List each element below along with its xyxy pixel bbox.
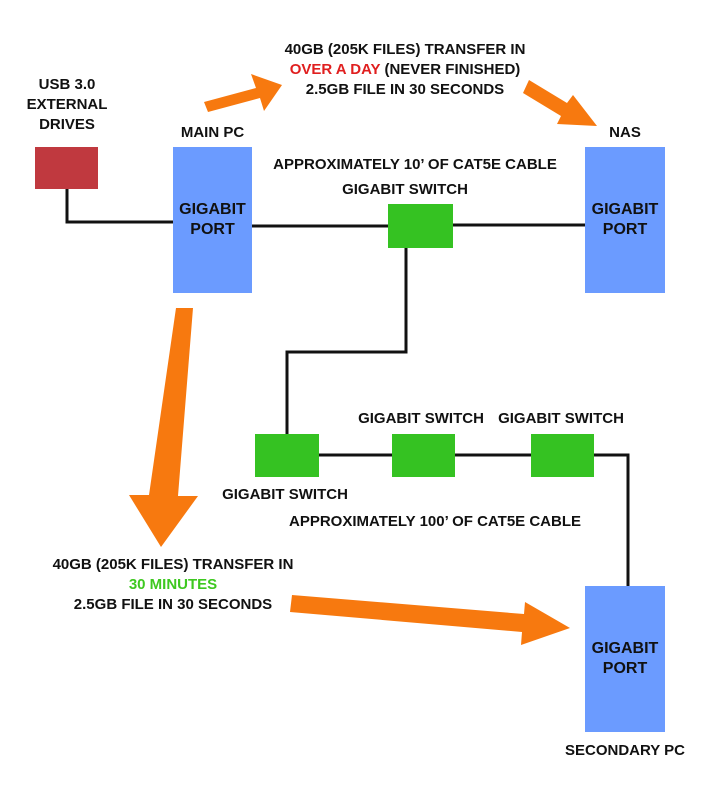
secondary-pc-title: SECONDARY PC <box>564 742 686 759</box>
usb-label-line3: DRIVES <box>39 116 95 133</box>
arrow-main-pc-down <box>129 308 198 547</box>
middle-switch-box <box>392 434 455 477</box>
main-pc-box: GIGABIT PORT <box>173 147 252 293</box>
secondary-pc-port-line1: GIGABIT <box>591 640 659 657</box>
top-switch-box <box>388 204 453 248</box>
nas-transfer-line1: 40GB (205K FILES) TRANSFER IN <box>284 41 526 58</box>
left-switch-box <box>255 434 319 477</box>
nas-box: GIGABIT PORT <box>585 147 665 293</box>
nas-port-line1: GIGABIT <box>591 201 659 218</box>
arrow-to-secondary-pc <box>290 595 570 645</box>
main-pc-port-label: GIGABIT PORT <box>179 200 246 240</box>
secondary-pc-port-label: GIGABIT PORT <box>592 639 659 679</box>
pc-transfer-note: 40GB (205K FILES) TRANSFER IN 30 MINUTES… <box>37 555 309 615</box>
nas-transfer-line3: 2.5GB FILE IN 30 SECONDS <box>305 81 505 98</box>
main-pc-port-line1: GIGABIT <box>179 201 246 218</box>
usb-label-line1: USB 3.0 <box>38 76 96 93</box>
long-cable-label: APPROXIMATELY 100’ OF CAT5E CABLE <box>288 513 581 530</box>
main-pc-title: MAIN PC <box>180 124 245 141</box>
nas-transfer-line2: OVER A DAY (NEVER FINISHED) <box>240 60 570 80</box>
arrow-transfer-note-to-nas <box>523 80 597 126</box>
middle-switch-label: GIGABIT SWITCH <box>358 410 484 427</box>
nas-port-label: GIGABIT PORT <box>592 200 659 240</box>
nas-transfer-line2-rest: (NEVER FINISHED) <box>380 61 521 78</box>
cable-usb-to-main-pc <box>65 188 174 224</box>
secondary-pc-box: GIGABIT PORT <box>585 586 665 732</box>
cable-right-switch-to-secondary-pc <box>594 453 630 586</box>
right-switch-box <box>531 434 594 477</box>
right-switch-label: GIGABIT SWITCH <box>498 410 624 427</box>
pc-transfer-line1: 40GB (205K FILES) TRANSFER IN <box>52 556 294 573</box>
nas-transfer-note: 40GB (205K FILES) TRANSFER IN OVER A DAY… <box>240 40 570 100</box>
usb-label-line2: EXTERNAL <box>26 96 108 113</box>
nas-title: NAS <box>609 124 641 141</box>
pc-transfer-duration: 30 MINUTES <box>128 576 218 593</box>
main-pc-port-line2: PORT <box>190 221 235 238</box>
arrow-main-pc-to-transfer-note <box>204 74 282 112</box>
usb-drive-box <box>35 147 98 189</box>
nas-port-line2: PORT <box>602 221 648 238</box>
usb-drives-label: USB 3.0 EXTERNAL DRIVES <box>24 75 110 135</box>
secondary-pc-port-line2: PORT <box>602 660 648 677</box>
nas-transfer-duration: OVER A DAY <box>289 61 381 78</box>
pc-transfer-line3: 2.5GB FILE IN 30 SECONDS <box>73 596 273 613</box>
top-switch-label: GIGABIT SWITCH <box>342 181 468 198</box>
cable-top-switch-to-left-switch <box>285 248 408 434</box>
short-cable-label: APPROXIMATELY 10’ OF CAT5E CABLE <box>273 156 557 173</box>
left-switch-label: GIGABIT SWITCH <box>222 486 348 503</box>
